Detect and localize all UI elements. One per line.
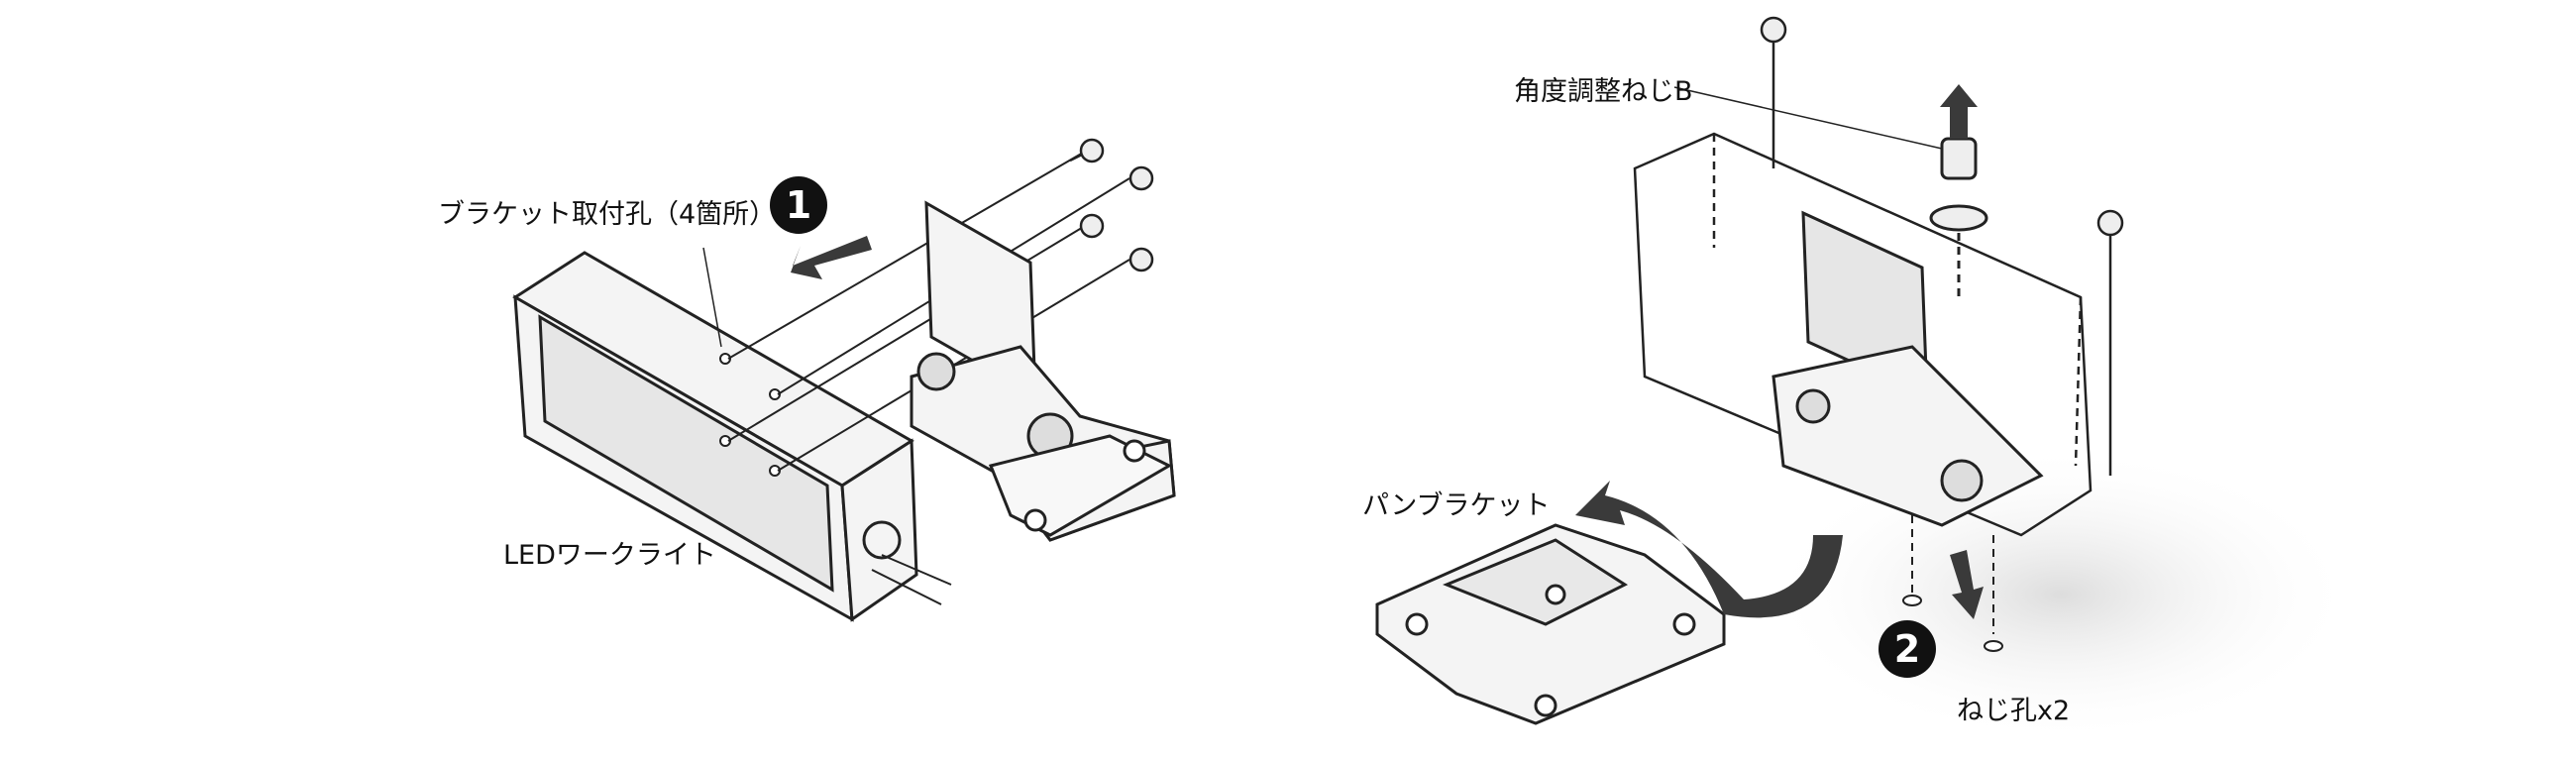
bracket-assembly (910, 200, 1176, 542)
screw-b-leader (1673, 86, 1943, 150)
removal-arrow (1575, 481, 1843, 618)
mount-hole-leader (702, 247, 722, 348)
angle-adjust-screw-label: 角度調整ねじB (1514, 76, 1693, 107)
led-work-light-label: LEDワークライト (503, 540, 716, 571)
screws-step1 (1069, 138, 1154, 272)
pan-bracket-label: パンブラケット (1362, 490, 1551, 521)
side-screws (1760, 16, 2124, 476)
step-1-badge: 1 (770, 176, 827, 234)
angle-adjust-screw-b (1929, 137, 1988, 297)
mount-hole-label: ブラケット取付孔（4箇所） (438, 199, 777, 230)
led-light-outline (1633, 132, 2093, 537)
direction-arrow-step1 (791, 236, 872, 279)
bracket-mount-holes (719, 353, 781, 477)
step-2-badge: 2 (1878, 620, 1936, 678)
led-work-light (512, 251, 952, 622)
screw-hole-label: ねじ孔x2 (1957, 696, 2071, 726)
screw-holes (1902, 515, 2003, 652)
lift-arrow (1940, 84, 1978, 139)
bracket-assembly-step2 (1771, 210, 2044, 527)
down-arrow (1950, 550, 1984, 619)
pan-bracket (1375, 523, 1726, 725)
